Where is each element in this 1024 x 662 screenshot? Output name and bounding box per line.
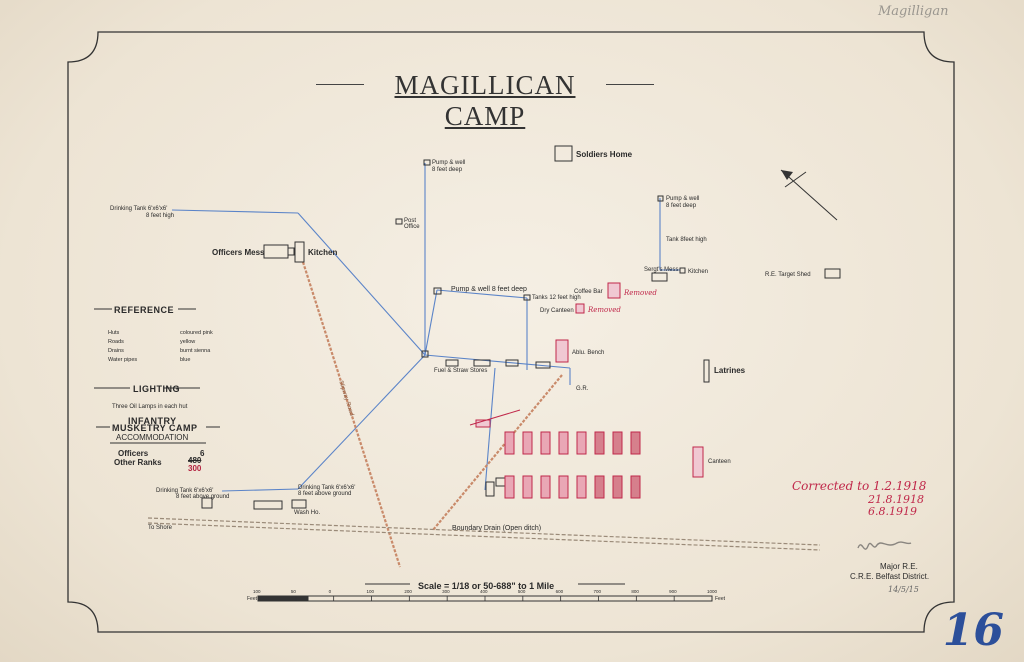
corner-note: Magilligan (878, 4, 949, 19)
removed-label-2: Removed (588, 306, 621, 314)
canteen-label: Canteen (708, 459, 731, 465)
reference-item-name: Water pipes (108, 357, 138, 363)
target-shed-building (824, 268, 841, 279)
fuel-stores-label: Fuel & Straw Stores (434, 368, 488, 374)
pump-right-depth-label: 8 feet deep (666, 203, 697, 209)
scale-unit-right: Feet (715, 596, 726, 602)
scale-ticks (257, 596, 713, 601)
pump-top-depth-label: 8 feet deep (432, 167, 463, 173)
officers-value: 6 (200, 449, 205, 458)
scale-tick-label: 800 (631, 589, 639, 594)
reference-item-name: Huts (108, 330, 120, 336)
kitchen-label: Kitchen (308, 248, 338, 257)
removed-label-1: Removed (624, 289, 657, 297)
tanks-12ft-label: Tanks 12 feet high (532, 295, 581, 301)
signature-scribble (857, 541, 912, 550)
reference-item-value: blue (180, 357, 191, 363)
musketry-camp-label: MUSKETRY CAMP (112, 423, 198, 433)
kitchen-building (294, 241, 305, 263)
reference-item-value: yellow (180, 339, 196, 345)
title-rule-left (316, 84, 364, 85)
tank-8ft-label: Tank 8feet high (666, 237, 707, 243)
accommodation-label: ACCOMMODATION (116, 433, 189, 442)
wash-ho-label: Wash Ho. (294, 510, 321, 516)
dry-canteen-label: Dry Canteen (540, 308, 574, 314)
buildings (201, 145, 841, 510)
scale-tick-label: 100 (253, 589, 261, 594)
officers-label: Officers (118, 449, 149, 458)
latrines-building (703, 359, 710, 383)
map-border (67, 31, 955, 633)
signature-date: 14/5/15 (888, 585, 919, 594)
north-arrow-icon (780, 169, 838, 221)
corrections-date-3: 6.8.1919 (868, 505, 917, 518)
scale-tick-label: 200 (404, 589, 412, 594)
drinking-tank-1b-label: 8 feet high (146, 213, 175, 219)
map-title: MAGILLICAN CAMP (394, 70, 576, 131)
title-rule-right (606, 84, 654, 85)
drinking-tank-1-label: Drinking Tank 6'x6'x6' (110, 206, 168, 212)
reference-item-name: Roads (108, 339, 124, 345)
scale-tick-label: 300 (442, 589, 450, 594)
roads (301, 261, 563, 568)
scale-tick-label: 900 (669, 589, 677, 594)
reference-heading: REFERENCE (114, 305, 175, 315)
other-ranks-label: Other Ranks (114, 458, 162, 467)
officers-mess-label: Officers Mess (212, 248, 265, 257)
pump-right-label: Pump & well (666, 196, 700, 202)
scale-tick-label: 400 (480, 589, 488, 594)
other-ranks-old: 480 (188, 456, 202, 465)
coffee-bar-label: Coffee Bar (574, 289, 603, 295)
reference-item-value: coloured pink (180, 330, 213, 336)
drinking-tank-2b-label: 8 feet above ground (176, 494, 230, 500)
signature-rank: Major R.E. (880, 562, 918, 571)
post-office-label: Post Office (404, 218, 420, 230)
lighting-text: Three Oil Lamps in each hut (112, 404, 188, 410)
boundary-drain-label: Boundary Drain (Open ditch) (452, 525, 542, 532)
lighting-heading: LIGHTING (133, 384, 180, 394)
scale-title: Scale = 1/18 or 50-688" to 1 Mile (418, 581, 555, 591)
drinking-tank-2-label: Drinking Tank 6'x6'x6' (156, 488, 214, 494)
reference-item-name: Drains (108, 348, 124, 354)
target-shed-label: R.E. Target Shed (765, 272, 811, 278)
scale-tick-label: 500 (517, 589, 526, 594)
drinking-tank-3-label: Drinking Tank 6'x6'x6' (298, 485, 356, 491)
corrections-date-2: 21.8.1918 (868, 493, 924, 506)
officers-mess-building (263, 244, 289, 259)
signature-office: C.R.E. Belfast District. (850, 572, 930, 581)
hut-blocks (469, 282, 704, 499)
infantry-label: INFANTRY (128, 416, 177, 426)
ablu-bench-label: Ablu. Bench (572, 350, 605, 356)
drinking-tank-3b-label: 8 feet above ground (298, 491, 352, 497)
scale-tick-label: 100 (366, 589, 375, 594)
other-ranks-new: 300 (188, 464, 202, 473)
soldiers-home-label: Soldiers Home (576, 150, 633, 159)
to-shore-label: To Shore (148, 525, 173, 531)
scale-tick-label: 700 (593, 589, 602, 594)
scale-tick-label: 0 (328, 589, 332, 594)
corrections-heading: Corrected to 1.2.1918 (792, 479, 927, 493)
reference-item-value: burnt sienna (180, 348, 211, 354)
scale-tick-label: 1000 (707, 589, 718, 594)
scale-tick-label: 600 (555, 589, 564, 594)
water-pipes (171, 163, 680, 492)
latrines-label: Latrines (714, 366, 746, 375)
pump-top-label: Pump & well (432, 160, 466, 166)
g-r-label: G.R. (576, 386, 589, 392)
sheet-number: 16 (942, 605, 1004, 656)
scale-unit-left: Feet (247, 596, 258, 602)
sergts-mess-label: Sergt's Mess (644, 267, 679, 273)
kitchen-small-label: Kitchen (688, 269, 709, 275)
pump-mid-label: Pump & well 8 feet deep (451, 286, 527, 293)
boundary-drain (147, 517, 821, 551)
scale-tick-label: 50 (290, 589, 296, 594)
soldiers-home-building (554, 145, 573, 162)
